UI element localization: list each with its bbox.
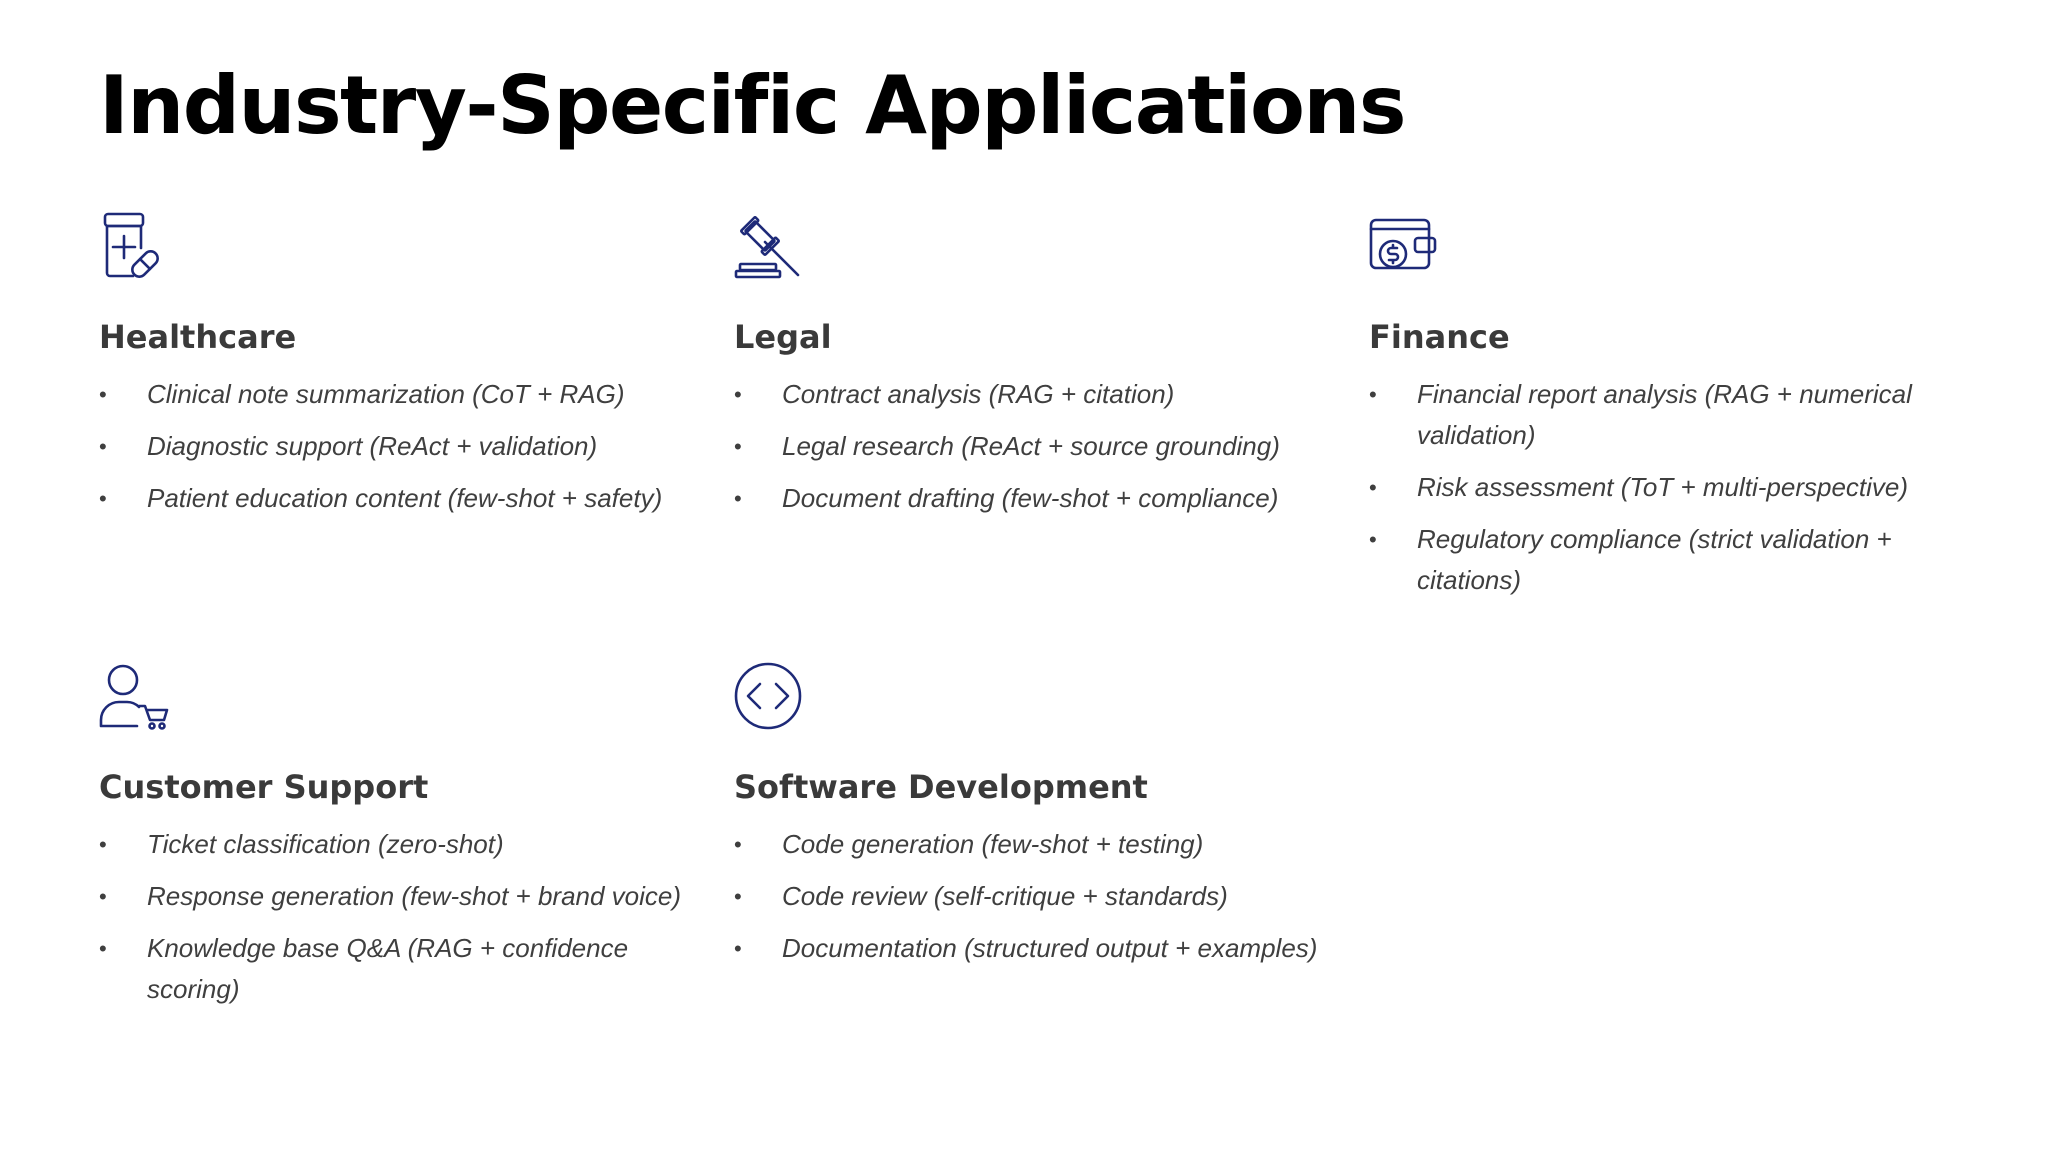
- bullet-list: • Code generation (few-shot + testing) • C…: [734, 824, 1334, 969]
- bullet-list: • Clinical note summarization (CoT + RAG)…: [99, 374, 699, 519]
- list-item-text: Documentation (structured output + examp…: [782, 933, 1318, 964]
- medicine-bottle-icon: [97, 210, 169, 282]
- list-item-text: Risk assessment (ToT + multi-perspective…: [1417, 472, 1909, 503]
- list-item: • Response generation (few-shot + brand v…: [99, 876, 699, 917]
- list-item-text: Document drafting (few-shot + compliance…: [782, 483, 1279, 514]
- list-item-text: Contract analysis (RAG + citation): [782, 379, 1175, 410]
- card-healthcare: Healthcare • Clinical note summarization …: [99, 210, 699, 530]
- bullet-icon: •: [1369, 527, 1377, 553]
- list-item-text: Response generation (few-shot + brand vo…: [147, 881, 682, 912]
- list-item-text: Knowledge base Q&A (RAG + confidence sco…: [147, 933, 629, 1005]
- bullet-icon: •: [734, 382, 742, 408]
- bullet-icon: •: [1369, 475, 1377, 501]
- list-item-text: Regulatory compliance (strict validation…: [1417, 524, 1892, 596]
- list-item-text: Patient education content (few-shot + sa…: [147, 483, 663, 514]
- list-item: • Code generation (few-shot + testing): [734, 824, 1334, 865]
- bullet-icon: •: [99, 434, 107, 460]
- bullet-icon: •: [99, 832, 107, 858]
- list-item: • Risk assessment (ToT + multi-perspectiv…: [1369, 467, 1959, 508]
- wallet-dollar-icon: [1367, 210, 1439, 282]
- gavel-icon: [732, 210, 804, 282]
- list-item-text: Ticket classification (zero-shot): [147, 829, 504, 860]
- bullet-icon: •: [734, 434, 742, 460]
- bullet-icon: •: [99, 486, 107, 512]
- list-item: • Legal research (ReAct + source groundin…: [734, 426, 1334, 467]
- list-item: • Financial report analysis (RAG + numeri…: [1369, 374, 1959, 456]
- list-item: • Documentation (structured output + exam…: [734, 928, 1334, 969]
- list-item-text: Financial report analysis (RAG + numeric…: [1417, 379, 1912, 451]
- bullet-list: • Ticket classification (zero-shot) • Resp…: [99, 824, 699, 1010]
- bullet-list: • Contract analysis (RAG + citation) • Leg…: [734, 374, 1334, 519]
- list-item: • Diagnostic support (ReAct + validation): [99, 426, 699, 467]
- card-title: Software Development: [734, 768, 1148, 806]
- card-software-development: Software Development • Code generation (f…: [734, 660, 1334, 980]
- bullet-icon: •: [734, 936, 742, 962]
- bullet-icon: •: [99, 382, 107, 408]
- list-item-text: Code generation (few-shot + testing): [782, 829, 1204, 860]
- card-legal: Legal • Contract analysis (RAG + citation…: [734, 210, 1334, 530]
- card-customer-support: Customer Support • Ticket classification …: [99, 660, 699, 1021]
- bullet-icon: •: [734, 486, 742, 512]
- list-item: • Ticket classification (zero-shot): [99, 824, 699, 865]
- card-title: Finance: [1369, 318, 1510, 356]
- bullet-icon: •: [734, 832, 742, 858]
- bullet-list: • Financial report analysis (RAG + numeri…: [1369, 374, 1959, 601]
- list-item-text: Diagnostic support (ReAct + validation): [147, 431, 598, 462]
- card-title: Customer Support: [99, 768, 429, 806]
- list-item: • Regulatory compliance (strict validatio…: [1369, 519, 1959, 601]
- bullet-icon: •: [1369, 382, 1377, 408]
- list-item-text: Clinical note summarization (CoT + RAG): [147, 379, 625, 410]
- list-item: • Contract analysis (RAG + citation): [734, 374, 1334, 415]
- code-brackets-icon: [732, 660, 804, 732]
- list-item-text: Code review (self-critique + standards): [782, 881, 1228, 912]
- list-item: • Knowledge base Q&A (RAG + confidence sc…: [99, 928, 699, 1010]
- list-item: • Code review (self-critique + standards): [734, 876, 1334, 917]
- bullet-icon: •: [99, 936, 107, 962]
- card-finance: Finance • Financial report analysis (RAG …: [1369, 210, 1959, 612]
- bullet-icon: •: [734, 884, 742, 910]
- card-title: Healthcare: [99, 318, 297, 356]
- list-item-text: Legal research (ReAct + source grounding…: [782, 431, 1280, 462]
- bullet-icon: •: [99, 884, 107, 910]
- customer-cart-icon: [97, 660, 169, 732]
- list-item: • Clinical note summarization (CoT + RAG): [99, 374, 699, 415]
- card-title: Legal: [734, 318, 832, 356]
- list-item: • Document drafting (few-shot + complianc…: [734, 478, 1334, 519]
- page-title: Industry-Specific Applications: [99, 59, 1406, 152]
- list-item: • Patient education content (few-shot + s…: [99, 478, 699, 519]
